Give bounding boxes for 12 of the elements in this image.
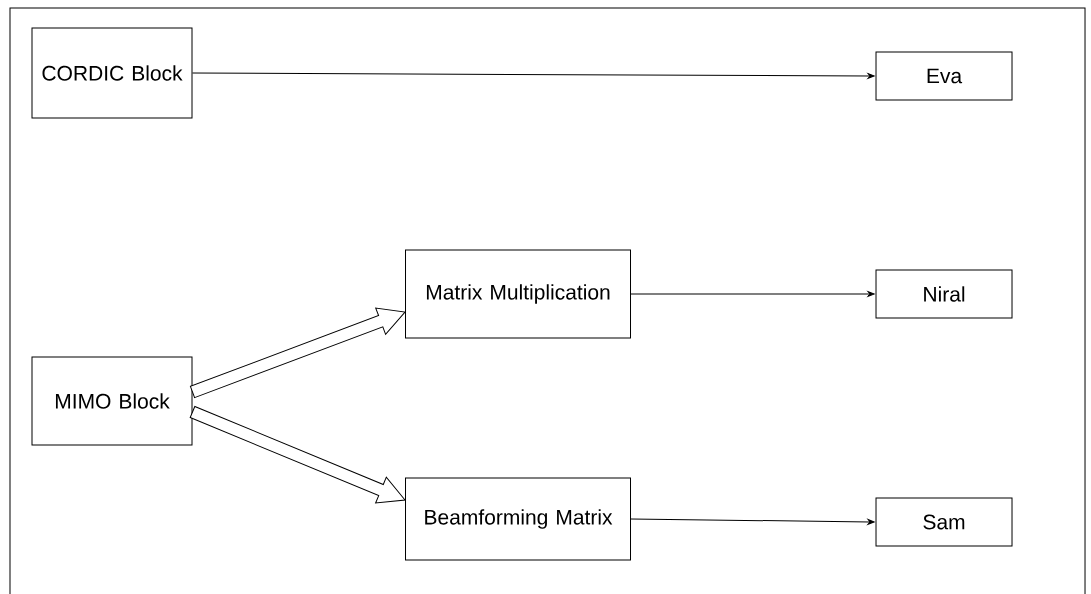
arrow — [630, 291, 875, 297]
process-box: Sam — [875, 497, 1013, 547]
process-box: Eva — [875, 51, 1013, 101]
arrow — [192, 72, 875, 79]
process-box: CORDIC Block — [31, 27, 193, 119]
process-box: Matrix Multiplication — [405, 249, 631, 339]
block-arrow — [189, 307, 406, 399]
arrow — [630, 518, 875, 525]
process-box: Beamforming Matrix — [405, 477, 631, 561]
process-box: MIMO Block — [31, 356, 193, 446]
block-arrow — [189, 406, 406, 504]
process-box: Niral — [875, 269, 1013, 319]
